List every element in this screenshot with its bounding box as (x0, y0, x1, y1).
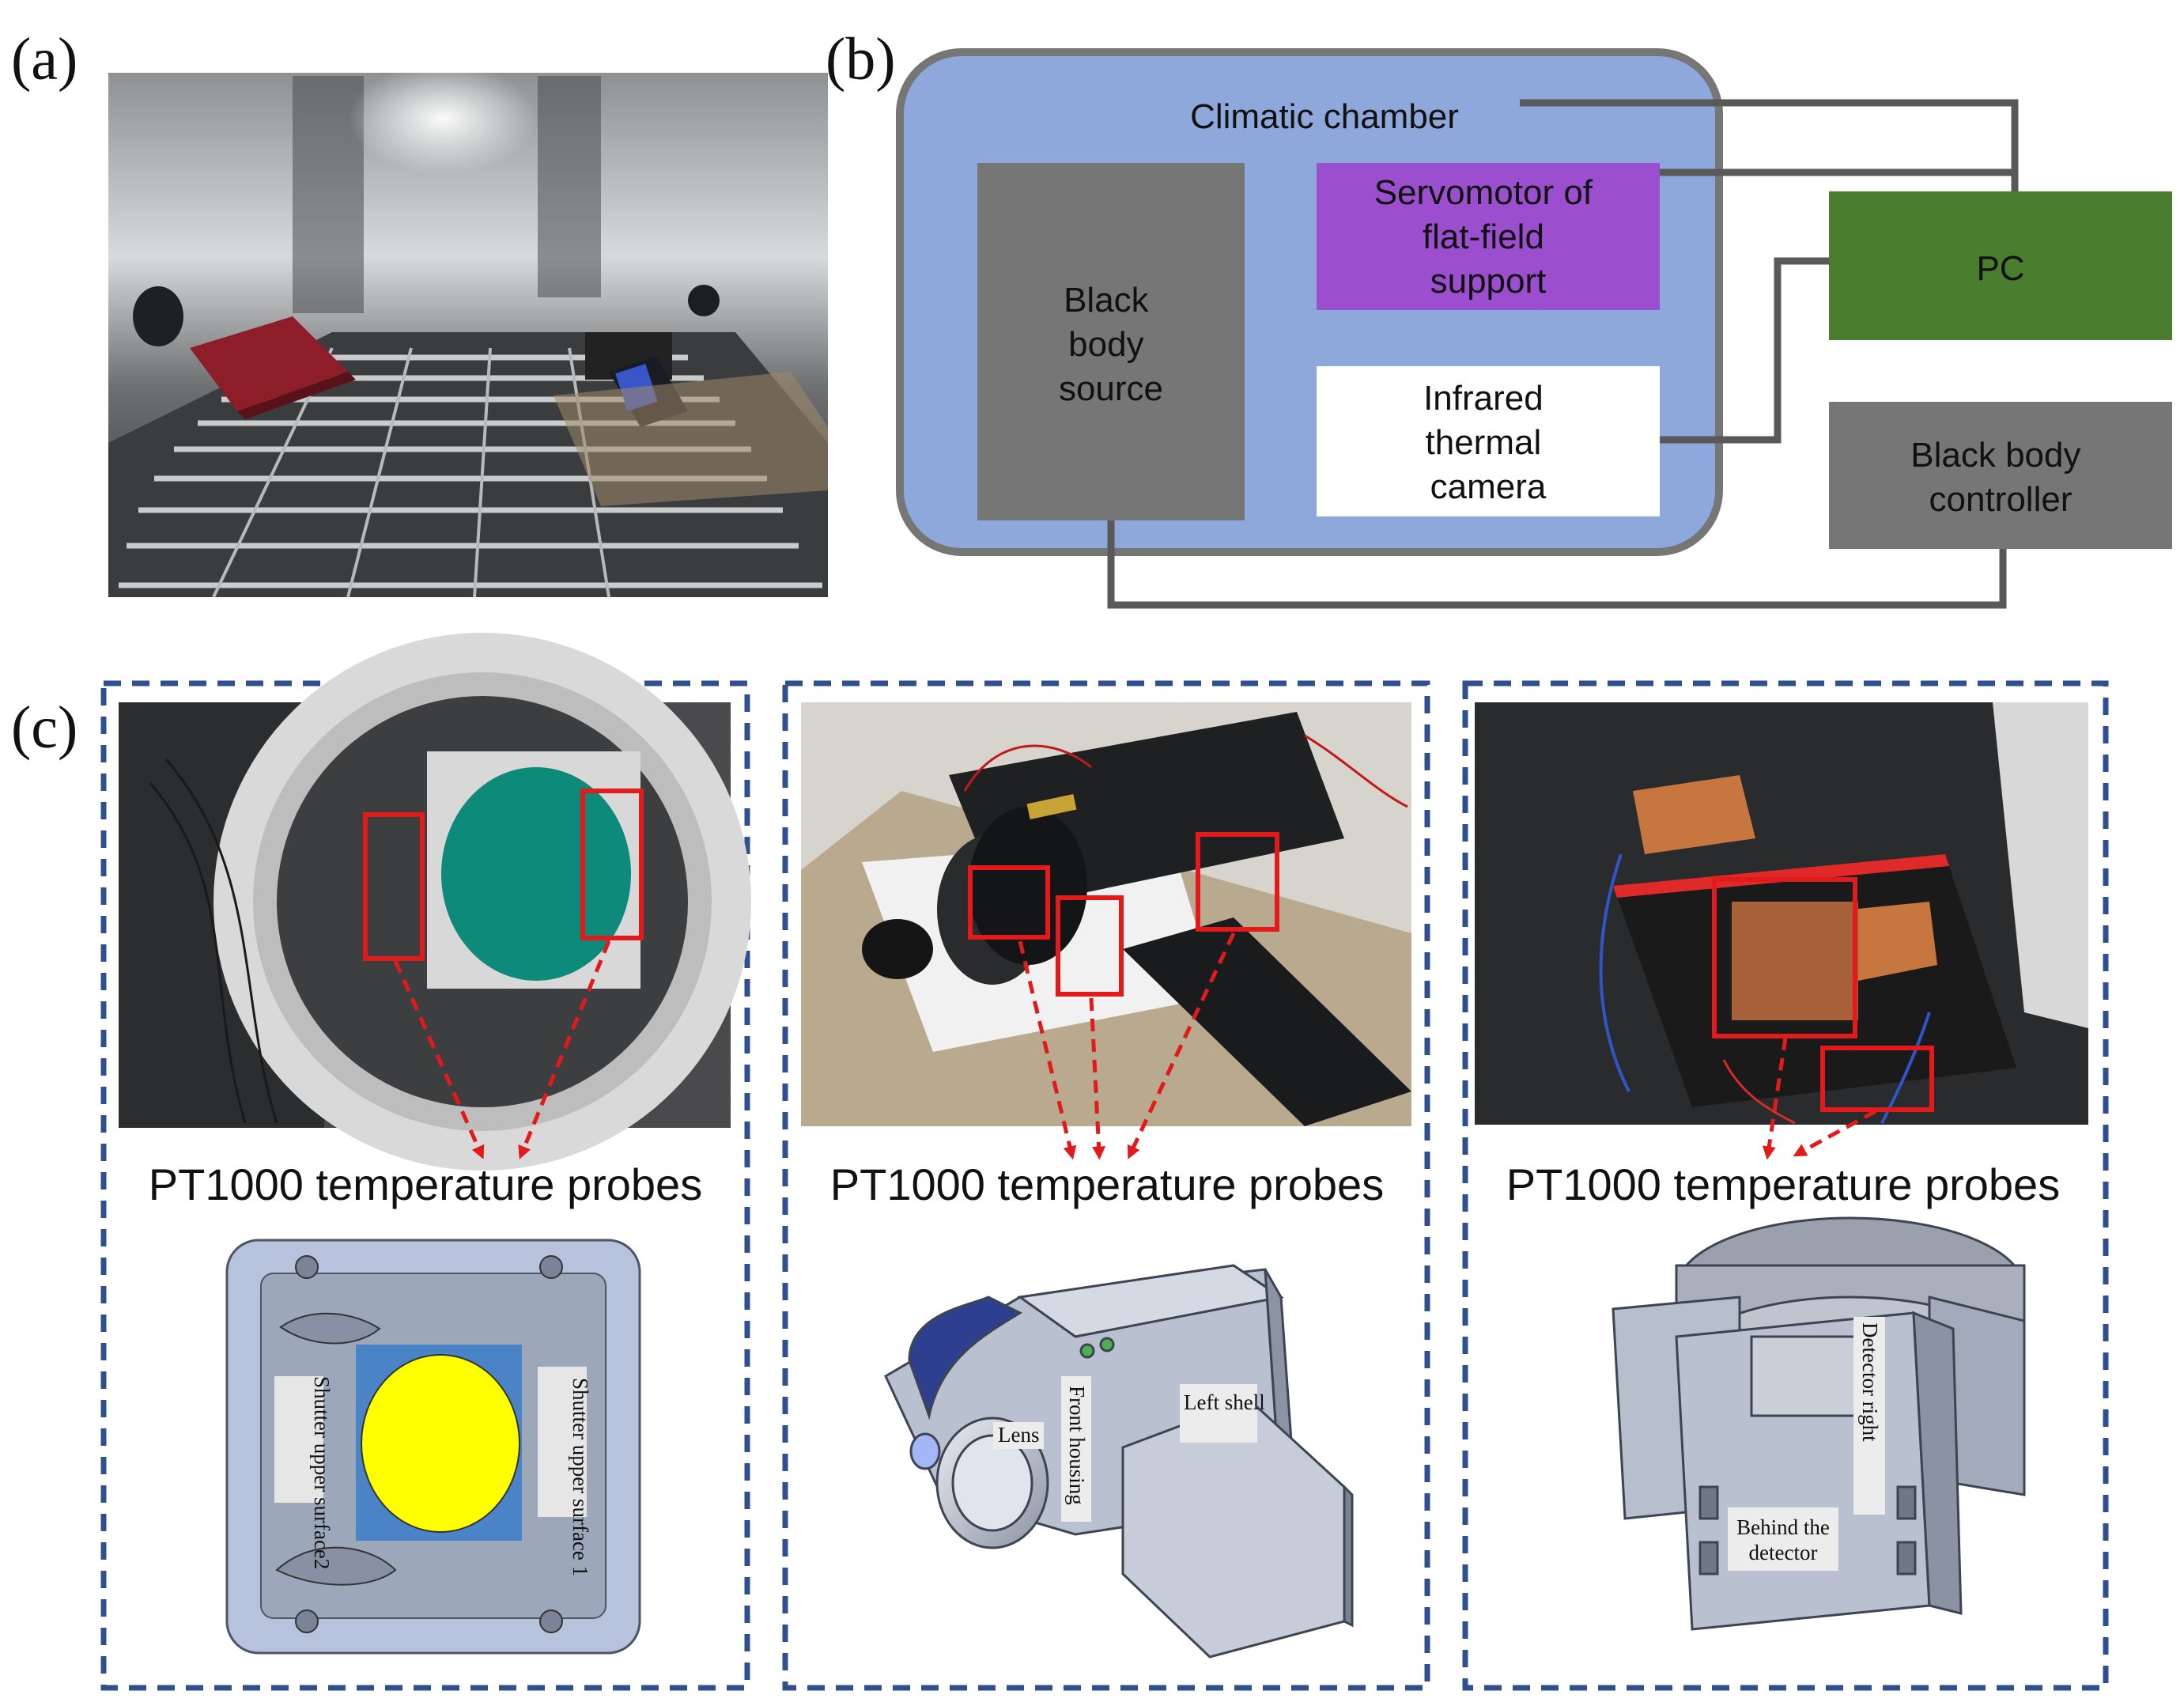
panel-label-b: (b) (826, 26, 896, 93)
probe-highlights-c1 (363, 789, 644, 961)
tag-lens: Lens (998, 1423, 1039, 1447)
panel-label-a: (a) (11, 26, 77, 93)
black-body-source-box (977, 163, 1245, 520)
black-body-source-label: Black body source (1059, 281, 1163, 408)
probe-highlights-c3 (1712, 877, 1934, 1112)
camera-cad-tags: Lens Front housing Left shell (993, 1376, 1265, 1522)
pc-box (1829, 191, 2172, 340)
shutter-photo (119, 633, 751, 1171)
shutter-cad (225, 1239, 641, 1655)
panel-label-c: (c) (11, 694, 77, 761)
probe-highlights-c2 (968, 832, 1279, 997)
camera-photo (801, 702, 1411, 1126)
chamber-photo (108, 63, 828, 598)
controller-label: Black body controller (1910, 436, 2090, 519)
tag-behind-detector-2: detector (1749, 1541, 1818, 1564)
tag-front-housing: Front housing (1065, 1386, 1089, 1505)
detector-cad-tags: Behind the detector Detector right (1728, 1317, 1885, 1571)
probe-arrows-c3 (1762, 1037, 1877, 1160)
infrared-camera-label: Infrared thermal camera (1423, 379, 1553, 506)
pc-label: PC (1976, 249, 2024, 288)
camera-cad (884, 1264, 1354, 1659)
probe-label-1: PT1000 temperature probes (149, 1159, 702, 1209)
connection-wires (1107, 99, 2019, 609)
controller-box (1829, 402, 2172, 549)
tag-detector-right: Detector right (1858, 1322, 1882, 1442)
servomotor-label: Servomotor of flat-field support (1374, 173, 1603, 301)
probe-label-2: PT1000 temperature probes (830, 1159, 1384, 1209)
probe-arrows-c1 (393, 940, 611, 1159)
tag-left-shell: Left shell (1184, 1390, 1265, 1414)
probe-label-3: PT1000 temperature probes (1506, 1159, 2060, 1209)
servomotor-box (1317, 163, 1660, 310)
tag-shutter-surface-1: Shutter upper surface 1 (569, 1378, 592, 1576)
tag-shutter-surface-2: Shutter upper surface2 (310, 1376, 334, 1569)
block-diagram: Climatic chamber Black body source Servo… (896, 48, 2172, 609)
tag-behind-detector-1: Behind the (1736, 1515, 1830, 1539)
infrared-camera-box (1317, 366, 1660, 516)
probe-arrows-c2 (1018, 932, 1236, 1160)
climatic-chamber-label: Climatic chamber (1190, 97, 1459, 136)
